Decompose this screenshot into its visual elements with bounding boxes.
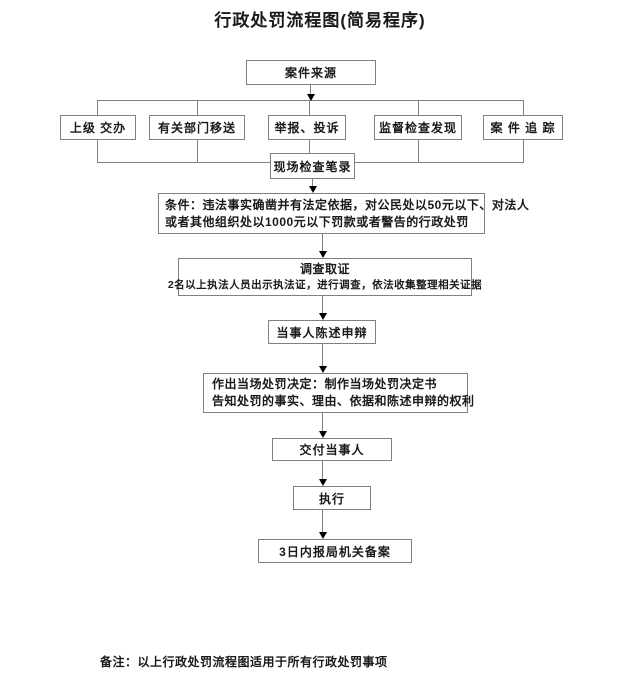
connector-vline [309, 140, 310, 153]
arrow-down-icon [319, 313, 327, 320]
connector-vline [312, 179, 313, 189]
node-investigation: 调查取证 2名以上执法人员出示执法证，进行调查，依法收集整理相关证据 [168, 258, 482, 296]
footer-note: 备注：以上行政处罚流程图适用于所有行政处罚事项 [100, 655, 388, 669]
node-decision: 作出当场处罚决定：制作当场处罚决定书 告知处罚的事实、理由、依据和陈述申辩的权利 [203, 373, 474, 413]
arrow-down-icon [319, 366, 327, 373]
arrow-down-icon [307, 94, 315, 101]
connector-vline [418, 100, 419, 116]
connector-vline [322, 234, 323, 252]
connector-vline [523, 100, 524, 116]
condition-line-1: 条件：违法事实确凿并有法定依据，对公民处以50元以下、对法人 [165, 197, 530, 212]
node-site-record: 现场检查笔录 [270, 153, 355, 179]
connector-vline [322, 296, 323, 314]
investigation-detail: 2名以上执法人员出示执法证，进行调查，依法收集整理相关证据 [167, 279, 483, 291]
node-case-source: 案件来源 [246, 60, 376, 85]
connector-vline [97, 100, 98, 116]
node-source-superior: 上级 交办 [60, 115, 136, 140]
node-deliver: 交付当事人 [272, 438, 392, 461]
connector-vline [197, 100, 198, 116]
arrow-down-icon [319, 479, 327, 486]
node-source-report: 举报、投诉 [268, 115, 346, 140]
connector-vline [322, 413, 323, 432]
connector-vline [97, 140, 98, 162]
node-execute: 执行 [293, 486, 371, 510]
connector-vline [523, 140, 524, 162]
page-title: 行政处罚流程图(简易程序) [214, 11, 426, 30]
arrow-down-icon [319, 431, 327, 438]
node-filing: 3日内报局机关备案 [258, 539, 412, 563]
arrow-down-icon [319, 251, 327, 258]
node-source-inspection: 监督检查发现 [374, 115, 462, 140]
node-condition: 条件：违法事实确凿并有法定依据，对公民处以50元以下、对法人 或者其他组织处以1… [158, 193, 529, 234]
connector-vline [322, 510, 323, 533]
node-statement: 当事人陈述申辩 [268, 320, 376, 344]
decision-line-1: 作出当场处罚决定：制作当场处罚决定书 [212, 377, 438, 391]
connector-vline [322, 344, 323, 367]
arrow-down-icon [309, 186, 317, 193]
connector-vline [310, 85, 311, 100]
connector-vline [418, 140, 419, 162]
condition-line-2: 或者其他组织处以1000元以下罚款或者警告的行政处罚 [165, 214, 469, 229]
node-source-transfer: 有关部门移送 [149, 115, 245, 140]
node-source-tracking: 案 件 追 踪 [483, 115, 563, 140]
connector-vline [197, 140, 198, 162]
arrow-down-icon [319, 532, 327, 539]
investigation-title: 调查取证 [299, 262, 350, 276]
connector-vline [309, 100, 310, 116]
connector-vline [322, 461, 323, 480]
decision-line-2: 告知处罚的事实、理由、依据和陈述申辩的权利 [212, 394, 475, 408]
